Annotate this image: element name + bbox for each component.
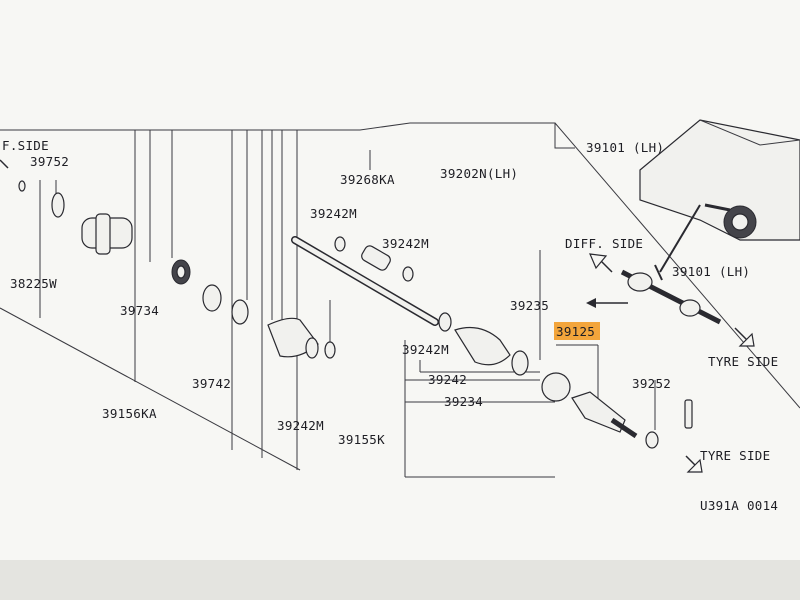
label-f-side: F.SIDE bbox=[2, 138, 49, 153]
label-tyre-side-bottom: TYRE SIDE bbox=[700, 448, 770, 463]
label-39235: 39235 bbox=[510, 298, 549, 313]
label-39252: 39252 bbox=[632, 376, 671, 391]
label-39156ka: 39156KA bbox=[102, 406, 157, 421]
snap-ring-39742-part bbox=[202, 284, 222, 312]
label-39101-inset: 39101 (LH) bbox=[672, 264, 750, 279]
outer-band-part bbox=[511, 350, 529, 376]
outer-boot-part bbox=[438, 312, 511, 366]
drive-shaft-part bbox=[291, 236, 439, 326]
outer-cv-joint-part bbox=[541, 372, 638, 439]
label-39242m-boot: 39242M bbox=[277, 418, 324, 433]
label-39155k: 39155K bbox=[338, 432, 385, 447]
label-39125: 39125 bbox=[556, 324, 595, 339]
inset-driveshaft bbox=[620, 269, 722, 325]
label-39242m-b: 39242M bbox=[382, 236, 429, 251]
label-39268ka: 39268KA bbox=[340, 172, 395, 187]
bearing-part bbox=[171, 259, 191, 285]
boot-band-part bbox=[324, 341, 336, 359]
label-39734: 39734 bbox=[120, 303, 159, 318]
label-39101-top: 39101 (LH) bbox=[586, 140, 664, 155]
band-39734-part bbox=[231, 299, 249, 325]
label-39742: 39742 bbox=[192, 376, 231, 391]
exploded-view-frame bbox=[0, 122, 800, 478]
circlip-38225w-part bbox=[18, 180, 26, 192]
cv-joint-housing-part bbox=[81, 213, 133, 255]
label-39242m-a: 39242M bbox=[310, 206, 357, 221]
snap-ring-39752-part bbox=[51, 192, 65, 218]
washer-39252-part bbox=[645, 399, 693, 449]
vehicle-inset bbox=[639, 119, 800, 281]
inner-boot-part bbox=[267, 317, 319, 359]
label-39752: 39752 bbox=[30, 154, 69, 169]
label-39242: 39242 bbox=[428, 372, 467, 387]
monitor-edge-bottom bbox=[0, 560, 800, 600]
small-bands-part bbox=[334, 236, 414, 282]
label-39202n: 39202N(LH) bbox=[440, 166, 518, 181]
label-38225w: 38225W bbox=[10, 276, 57, 291]
label-tyre-side-inset: TYRE SIDE bbox=[708, 354, 778, 369]
label-figure-code: U391A 0014 bbox=[700, 498, 778, 513]
part-labels: F.SIDE 39752 38225W 39734 39742 39156KA … bbox=[2, 138, 778, 513]
direction-arrows bbox=[0, 159, 755, 473]
label-39242m-c: 39242M bbox=[402, 342, 449, 357]
label-39234: 39234 bbox=[444, 394, 483, 409]
highlight-39125 bbox=[554, 322, 600, 340]
label-diff-side-inset: DIFF. SIDE bbox=[565, 236, 643, 251]
